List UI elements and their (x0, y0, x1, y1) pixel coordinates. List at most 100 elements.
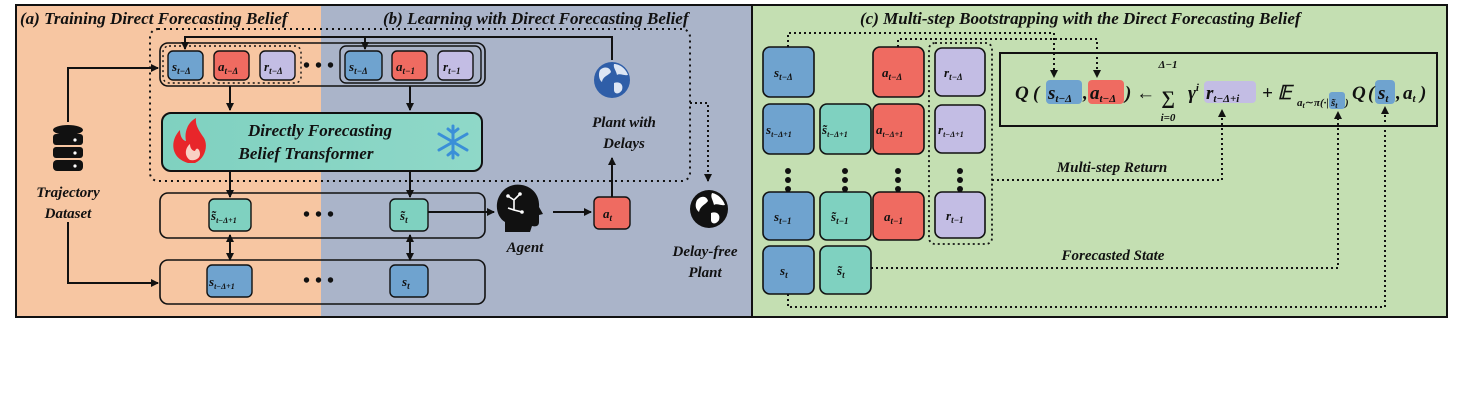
svg-text:st−Δ+1: st−Δ+1 (208, 274, 235, 291)
plant-feedback-arrow-left (181, 36, 365, 50)
a-to-equation-dotted (897, 38, 1101, 78)
svg-text:,: , (1395, 83, 1401, 104)
svg-text:Q: Q (1352, 83, 1366, 104)
svg-text:s̃t−Δ+1: s̃t−Δ+1 (821, 122, 848, 139)
svg-text:(: ( (1368, 83, 1376, 104)
svg-text:at−Δ: at−Δ (1090, 83, 1116, 105)
svg-text:st−Δ+1: st−Δ+1 (765, 122, 792, 139)
svg-text:at−1: at−1 (396, 59, 415, 76)
token-r-t-minus-delta-input: rt−Δ (259, 50, 296, 81)
token-c-s-t: st (762, 245, 815, 295)
svg-text:Q: Q (1015, 83, 1029, 104)
transformer-label-line2: Belief Transformer (238, 144, 374, 163)
svg-text:rt−Δ+i: rt−Δ+i (1206, 83, 1240, 105)
delay-free-plant-label-1: Delay-free (672, 244, 738, 260)
forecast-to-equation-dotted (871, 111, 1342, 269)
token-c-s-t-minus-delta: st−Δ (762, 46, 815, 98)
s-to-equation-dotted (787, 32, 1058, 78)
svg-text:at−Δ+1: at−Δ+1 (876, 122, 903, 139)
svg-text:st−Δ: st−Δ (1047, 83, 1072, 105)
token-c-r-t-minus-delta-plus-1: rt−Δ+1 (934, 104, 986, 154)
eq-s-t-highlight (1375, 80, 1395, 104)
dataset-to-ground-truth-arrow (67, 222, 159, 287)
svg-text:st: st (401, 274, 410, 291)
svg-text:st−Δ: st−Δ (348, 59, 368, 76)
trajectory-dataset-label-2: Dataset (44, 206, 92, 222)
panel-a-title: (a) Training Direct Forecasting Belief (20, 9, 290, 28)
svg-text:st−1: st−1 (773, 209, 792, 226)
svg-text:rt−Δ: rt−Δ (264, 59, 283, 76)
eq-r-highlight (1204, 81, 1256, 103)
eq-s-highlight (1046, 80, 1082, 104)
dataset-to-input-arrow (67, 64, 159, 122)
recent-window-box (339, 45, 482, 84)
svg-text:): ) (1418, 83, 1426, 104)
ground-truth-ellipsis: • • • (303, 270, 334, 292)
vdots-column-1 (785, 168, 791, 192)
forecast-ellipsis: • • • (303, 204, 334, 226)
agent-head-icon (496, 184, 543, 232)
token-r-t-minus-1-input: rt−1 (437, 50, 474, 81)
vdots-column-2 (842, 168, 848, 192)
svg-text:at−Δ: at−Δ (218, 59, 238, 76)
delay-free-dotted-arrow (690, 102, 712, 182)
ground-truth-row-box (159, 259, 486, 305)
token-c-a-t-minus-delta-plus-1: at−Δ+1 (872, 103, 925, 155)
vdots-column-3 (895, 168, 901, 192)
token-c-a-t-minus-delta: at−Δ (872, 46, 925, 98)
token-s-t-ground-truth: st (389, 264, 429, 298)
bootstrap-equation-box (999, 52, 1438, 127)
transformer-label-line1: Directly Forecasting (247, 121, 393, 140)
svg-text:at−1: at−1 (884, 209, 903, 226)
panel-b-title: (b) Learning with Direct Forecasting Bel… (383, 9, 691, 28)
globe-icon-plant-with-delays (594, 62, 630, 98)
svg-text:at: at (1403, 83, 1417, 105)
token-s-t-minus-delta-input: st−Δ (167, 50, 204, 81)
reward-to-equation-dotted (992, 109, 1226, 181)
svg-text:st−Δ: st−Δ (773, 65, 793, 82)
forecasted-state-label: Forecasted State (1061, 248, 1165, 264)
svg-text:s̃t: s̃t (836, 263, 845, 280)
svg-text:st−Δ: st−Δ (171, 59, 191, 76)
svg-text:s̃t: s̃t (399, 208, 408, 225)
svg-text:∑: ∑ (1161, 88, 1175, 109)
database-icon (53, 125, 83, 171)
token-c-s-t-minus-1: st−1 (762, 191, 815, 241)
token-forecast-s-t-minus-delta-plus-1: s̃t−Δ+1 (208, 198, 252, 232)
svg-text:st: st (779, 263, 788, 280)
svg-text:at: at (603, 206, 613, 223)
token-c-r-t-minus-1: rt−1 (934, 191, 986, 239)
svg-text:s̃t: s̃t (1330, 97, 1338, 110)
globe-icon-delay-free-plant (690, 190, 728, 228)
eq-a-highlight (1088, 80, 1124, 104)
svg-text:) ←: ) ← (1123, 83, 1155, 104)
token-action-a-t: at (593, 196, 631, 230)
token-s-t-minus-delta-plus-1-ground-truth: st−Δ+1 (206, 264, 253, 298)
plant-with-delays-label-2: Delays (602, 136, 645, 152)
fire-icon (173, 118, 206, 163)
trajectory-dataset-label-1: Trajectory (36, 185, 100, 201)
panel-c-title: (c) Multi-step Bootstrapping with the Di… (860, 9, 1303, 28)
multi-step-return-label: Multi-step Return (1056, 160, 1167, 176)
svg-text:s̃t−Δ+1: s̃t−Δ+1 (210, 208, 237, 225)
input-ellipsis: • • • (303, 55, 334, 77)
bootstrap-equation: Q ( st−Δ , at−Δ ) ← Δ−1 ∑ i=0 γi rt−Δ+i … (1015, 59, 1426, 124)
state-to-equation-dotted (787, 106, 1389, 308)
token-c-a-t-minus-1: at−1 (872, 191, 925, 241)
token-a-t-minus-delta-input: at−Δ (213, 50, 250, 81)
vdots-column-4 (957, 168, 963, 192)
svg-text:γi: γi (1188, 82, 1200, 104)
svg-text:at−Δ: at−Δ (882, 65, 902, 82)
svg-text:rt−Δ: rt−Δ (944, 65, 963, 82)
delay-free-plant-label-2: Plant (688, 265, 722, 281)
outer-frame (15, 4, 1448, 318)
svg-text:rt−Δ+1: rt−Δ+1 (938, 122, 964, 139)
svg-text:rt−1: rt−1 (443, 59, 461, 76)
token-s-t-minus-1-input: st−Δ (344, 50, 383, 81)
agent-label: Agent (506, 240, 545, 256)
svg-text:): ) (1344, 97, 1349, 109)
svg-text:s̃t−1: s̃t−1 (830, 209, 849, 226)
svg-text:(: ( (1033, 83, 1041, 104)
belief-transformer-block (161, 112, 483, 172)
